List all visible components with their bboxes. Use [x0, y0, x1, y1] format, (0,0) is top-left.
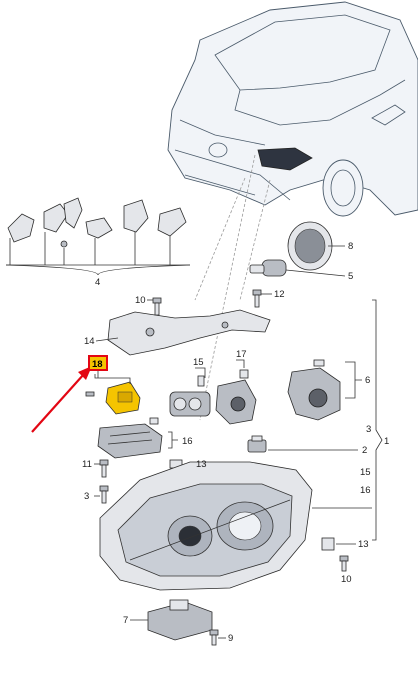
indicator-arrow [31, 366, 92, 433]
callout-15-right: 15 [360, 467, 371, 478]
bulb-part [249, 259, 346, 277]
callout-18: 18 [92, 359, 103, 370]
mounting-bracket-part [107, 309, 271, 356]
control-unit-part [97, 417, 163, 459]
callout-10-lower: 10 [341, 574, 352, 585]
screw-part [252, 289, 262, 308]
led-module-part [169, 375, 211, 417]
callout-8: 8 [348, 241, 353, 252]
callout-12: 12 [274, 289, 285, 300]
callout-9: 9 [228, 633, 233, 644]
clip-part [247, 435, 267, 453]
callout-7: 7 [123, 615, 128, 626]
callout-labels: 1 2 3 4 5 6 7 8 9 10 10 11 12 13 13 14 1… [82, 241, 389, 644]
callout-17: 17 [236, 349, 247, 360]
screw-part [99, 485, 109, 504]
callout-13: 13 [196, 459, 207, 470]
callout-15: 15 [193, 357, 204, 368]
callout-16: 16 [182, 436, 193, 447]
screw-part [99, 459, 109, 478]
fog-lamp-reflector-part [287, 221, 345, 271]
bulb-holder-part [215, 369, 257, 425]
callout-16-right: 16 [360, 485, 371, 496]
vehicle-illustration [167, 1, 418, 217]
headlamp-assembly-part [99, 461, 313, 591]
ballast-unit-part [147, 599, 213, 641]
callout-11: 11 [82, 459, 92, 470]
callout-4: 4 [95, 277, 100, 288]
screw-part [209, 629, 219, 646]
callout-3-screw: 3 [84, 491, 89, 502]
callout-3: 3 [366, 424, 371, 435]
clip-part [321, 537, 335, 551]
callout-6: 6 [365, 375, 370, 386]
headlamp-insert-part [287, 359, 341, 421]
callout-2: 2 [362, 445, 367, 456]
callout-10: 10 [135, 295, 146, 306]
callout-13-lower: 13 [358, 539, 369, 550]
bracket-set-group [5, 197, 191, 276]
screw-part [339, 555, 349, 572]
callout-5: 5 [348, 271, 353, 282]
screw-part [152, 297, 162, 316]
highlighted-callout-18: 18 [88, 355, 108, 371]
callout-1: 1 [384, 436, 389, 447]
callout-14: 14 [84, 336, 95, 347]
led-control-module-part [85, 381, 141, 415]
